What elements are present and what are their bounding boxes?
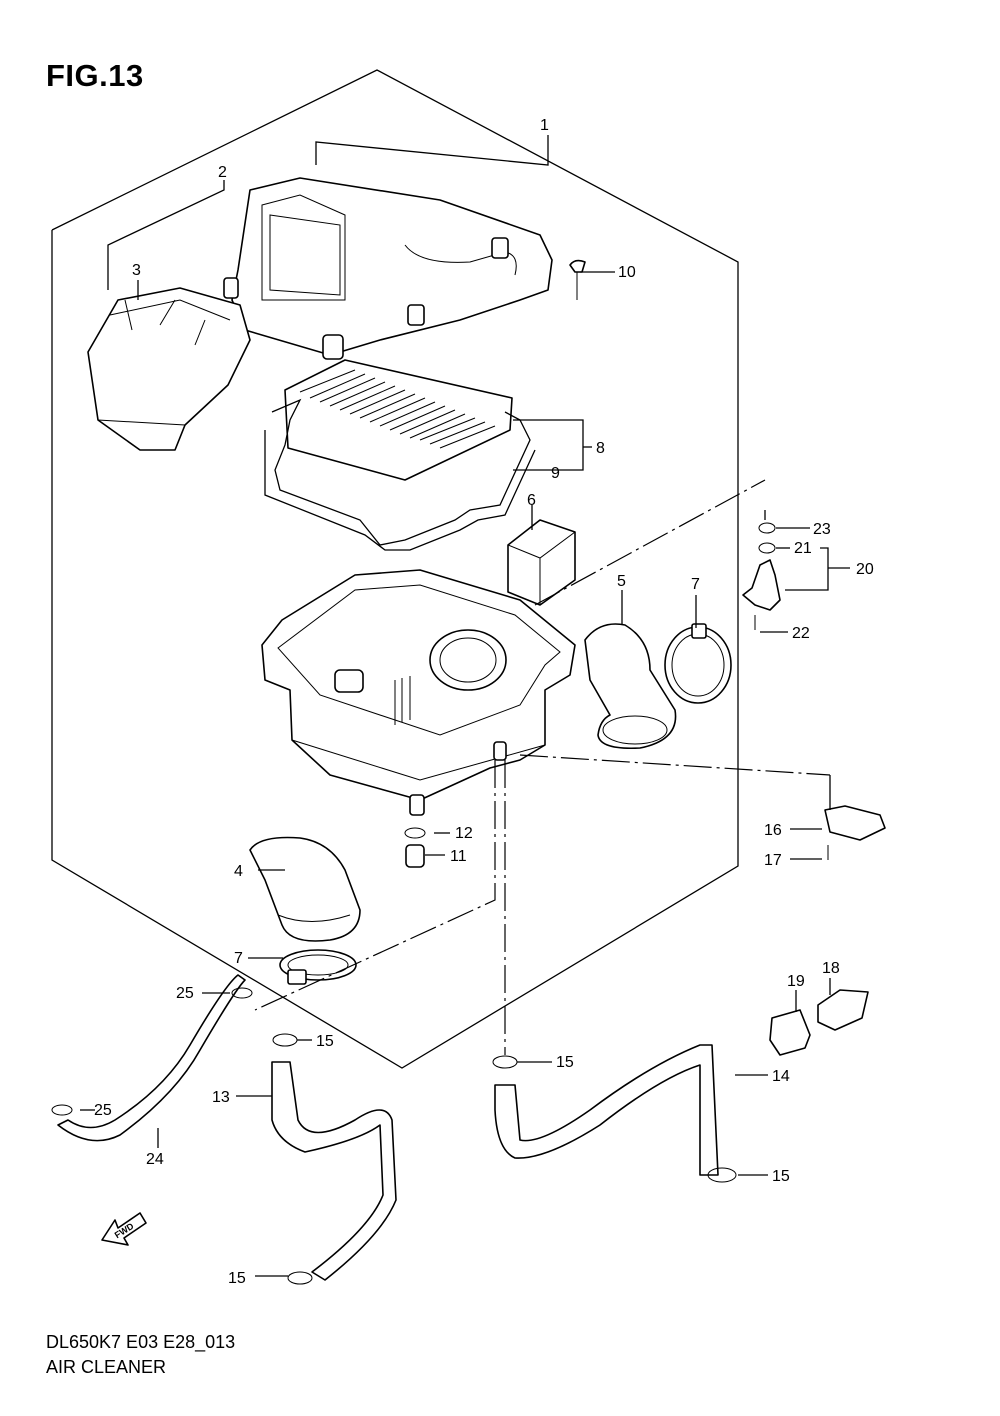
callout-25-b: 25 <box>94 1102 112 1119</box>
callout-8: 8 <box>596 440 605 457</box>
assembly-boundary <box>51 69 739 1069</box>
hose-24 <box>57 974 246 1142</box>
callout-21: 21 <box>794 540 812 557</box>
callout-20: 20 <box>856 561 874 578</box>
callout-6: 6 <box>527 492 536 509</box>
part-upper-case-cover <box>223 177 553 360</box>
part-lower-case <box>261 569 576 816</box>
callout-22: 22 <box>792 625 810 642</box>
callout-7-lower: 7 <box>234 950 243 967</box>
forward-direction-arrow: FWD <box>101 1212 147 1246</box>
callout-15-c: 15 <box>772 1168 790 1185</box>
part-clamp-upper <box>664 623 732 704</box>
part-gasket <box>264 398 536 551</box>
callout-25-a: 25 <box>176 985 194 1002</box>
hose-13 <box>271 1061 397 1281</box>
part-6-block <box>507 519 576 606</box>
callout-16: 16 <box>764 822 782 839</box>
part-sensor-20 <box>742 522 781 630</box>
callout-1: 1 <box>540 117 549 134</box>
hose-14 <box>494 1044 719 1176</box>
figure-code: DL650K7 E03 E28_013 <box>46 1332 236 1352</box>
part-connector-18-19 <box>769 989 869 1056</box>
part-screw-10 <box>569 259 586 300</box>
figure-title: FIG.13 <box>46 58 144 93</box>
callout-5: 5 <box>617 573 626 590</box>
callout-14: 14 <box>772 1068 790 1085</box>
callout-19: 19 <box>787 973 805 990</box>
leader-lines <box>80 135 850 1277</box>
part-filter-element <box>284 359 513 481</box>
callout-23: 23 <box>813 521 831 538</box>
callout-24: 24 <box>146 1151 164 1168</box>
callout-18: 18 <box>822 960 840 977</box>
part-11-12-grommet <box>404 827 426 868</box>
clamps <box>51 987 737 1285</box>
figure-name: AIR CLEANER <box>46 1357 167 1377</box>
callout-17: 17 <box>764 852 782 869</box>
callout-9: 9 <box>551 465 560 482</box>
callout-labels: 1 2 3 4 5 6 7 7 8 9 10 11 12 13 14 15 15… <box>94 117 874 1287</box>
callout-15-a: 15 <box>316 1033 334 1050</box>
callout-3: 3 <box>132 262 141 279</box>
callout-11: 11 <box>450 848 467 865</box>
part-inlet-duct <box>87 287 251 451</box>
part-lower-hose <box>249 836 361 985</box>
callout-15-d: 15 <box>228 1270 246 1287</box>
callout-13: 13 <box>212 1089 230 1106</box>
callout-7-upper: 7 <box>691 576 700 593</box>
part-sensor-16 <box>824 805 886 860</box>
callout-12: 12 <box>455 825 473 842</box>
part-outlet-tube <box>584 623 677 750</box>
callout-4: 4 <box>234 863 243 880</box>
dashed-guide-lines <box>254 479 831 1055</box>
callout-10: 10 <box>618 264 636 281</box>
callout-15-b: 15 <box>556 1054 574 1071</box>
callout-2: 2 <box>218 164 227 181</box>
